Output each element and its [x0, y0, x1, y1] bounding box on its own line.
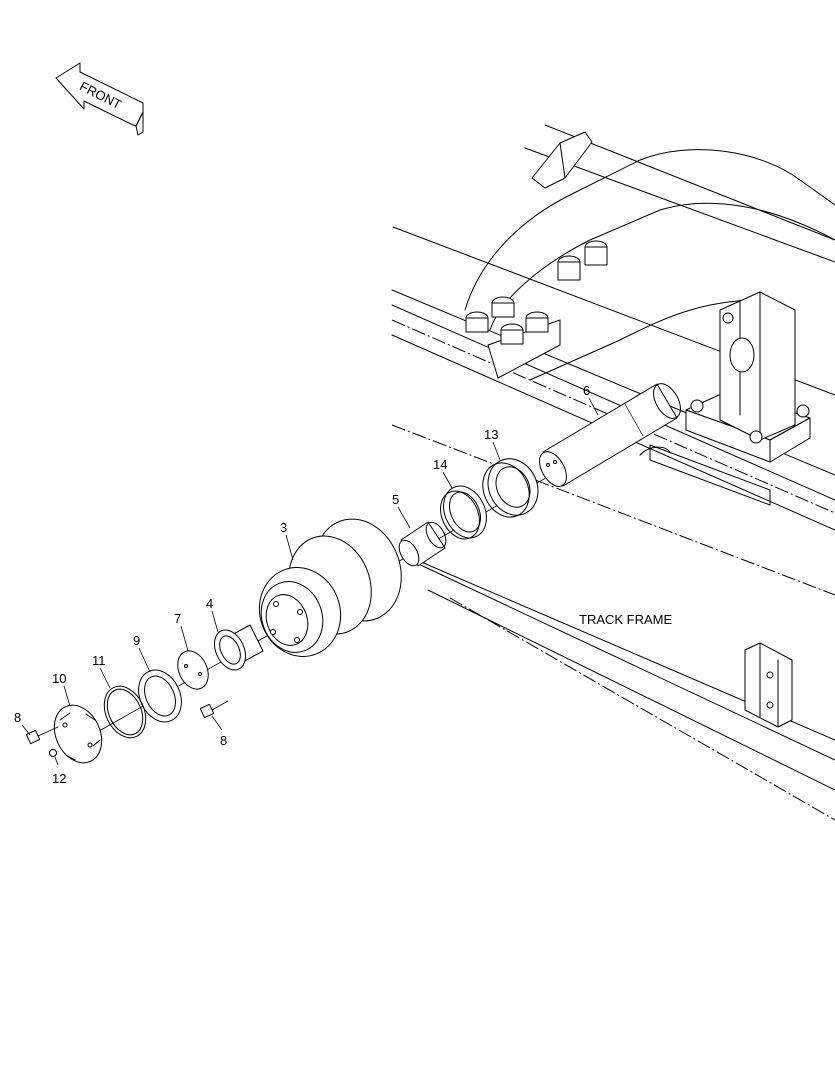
part-14-seal-ring: [440, 485, 487, 540]
lower-frame-bracket: [744, 642, 793, 728]
part-13-seal-housing: [482, 458, 539, 518]
callout-8-left: 8: [14, 710, 21, 725]
pin-support-bracket: [685, 291, 811, 463]
callout-9: 9: [133, 633, 140, 648]
track-frame: [391, 124, 835, 821]
front-arrow: FRONT: [55, 62, 144, 136]
callout-3: 3: [280, 520, 287, 535]
part-10-end-cap: [53, 704, 103, 764]
part-12-plug: [49, 749, 57, 757]
callout-12: 12: [52, 771, 66, 786]
part-6-shaft: [539, 383, 681, 487]
callout-6: 6: [583, 383, 590, 398]
part-8-bolt-right: [199, 700, 229, 719]
part-5-bushing: [398, 521, 447, 567]
callout-13: 13: [484, 427, 498, 442]
part-3-track-roller: [258, 518, 402, 657]
part-8-bolt-left: [25, 726, 59, 745]
callout-10: 10: [52, 671, 66, 686]
part-7-thrust-plate: [177, 650, 209, 690]
callout-11: 11: [92, 653, 106, 668]
part-9-ring: [138, 669, 182, 723]
callout-labels: 3 4 5 6 7 8 8 9 10 11 12 13 14: [14, 383, 590, 786]
leader-lines: [21, 397, 599, 766]
frame-bolts: [465, 240, 608, 345]
part-4-collar: [214, 624, 264, 671]
part-11-o-ring: [103, 685, 147, 739]
callout-14: 14: [433, 457, 447, 472]
track-frame-caption: TRACK FRAME: [579, 612, 673, 627]
callout-7: 7: [174, 611, 181, 626]
callout-5: 5: [392, 492, 399, 507]
callout-8-right: 8: [220, 733, 227, 748]
callout-4: 4: [206, 596, 213, 611]
